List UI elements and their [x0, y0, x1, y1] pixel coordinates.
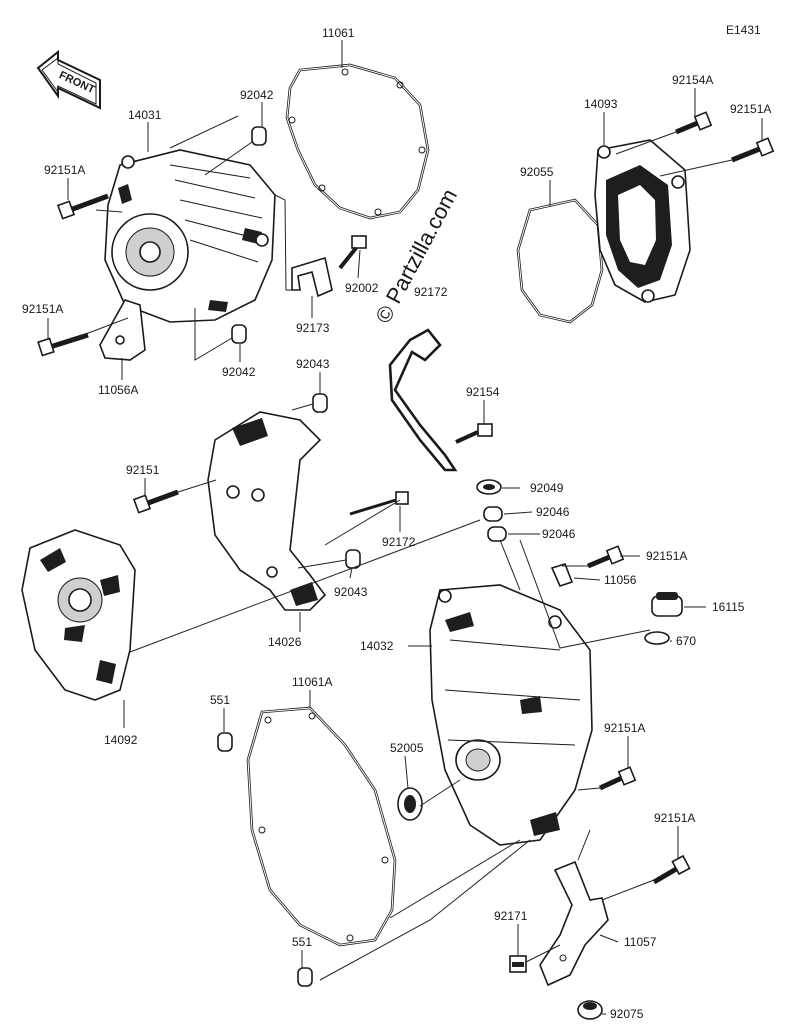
label-551: 551 [292, 935, 312, 949]
bolt-92151a-right-upper [731, 137, 775, 163]
bracket-11057 [539, 860, 609, 987]
label-92151a: 92151A [646, 549, 687, 563]
clamp-11056 [550, 563, 574, 587]
label-92151a: 92151A [22, 302, 63, 316]
bolt-92154a [675, 111, 713, 135]
seal-92049 [476, 479, 502, 495]
label-11056a: 11056A [98, 383, 138, 397]
label-92154a: 92154A [672, 73, 713, 87]
generator-cover-14031 [104, 149, 276, 323]
cap-92075 [577, 1000, 603, 1020]
dowel-551-lower [297, 967, 313, 987]
label-92055: 92055 [520, 165, 554, 179]
bolt-92151a-bottom-right [652, 854, 691, 885]
label-92151: 92151 [126, 463, 160, 477]
label-92075: 92075 [610, 1007, 644, 1021]
label-92172: 92172 [414, 285, 448, 299]
label-16115: 16115 [712, 600, 745, 614]
seal-52005 [397, 787, 423, 821]
watermark: © Partzilla.com [370, 185, 462, 328]
diagram-code: E1431 [726, 23, 761, 37]
label-551: 551 [210, 693, 230, 707]
label-92043: 92043 [334, 585, 368, 599]
label-92043: 92043 [296, 357, 330, 371]
label-92042: 92042 [222, 365, 256, 379]
gasket-11061a [246, 706, 397, 947]
bolt-92154 [455, 423, 493, 444]
o-ring-670 [644, 631, 670, 645]
grommet-92171 [509, 955, 527, 973]
gasket-11061 [285, 63, 430, 220]
leader-lines [47, 40, 763, 1015]
clamp-92173 [291, 256, 333, 298]
label-92151a: 92151A [654, 811, 695, 825]
label-92151a: 92151A [604, 721, 645, 735]
bolt-92151a-left-upper [56, 193, 109, 220]
clutch-cover-14032 [429, 584, 593, 846]
label-52005: 52005 [390, 741, 424, 755]
label-92151a: 92151A [44, 163, 85, 177]
label-92171: 92171 [494, 909, 528, 923]
label-14026: 14026 [268, 635, 302, 649]
cover-14026 [207, 411, 327, 611]
bolt-92151a-left-lower [37, 332, 89, 357]
label-14092: 14092 [104, 733, 138, 747]
label-14032: 14032 [360, 639, 394, 653]
outer-cover-14092 [21, 529, 136, 701]
label-92151a: 92151A [730, 102, 771, 116]
collar-92046-upper [483, 506, 503, 522]
front-arrow-icon: FRONT [36, 49, 101, 110]
dowel-92042-upper [251, 126, 267, 146]
plug-16115 [651, 592, 683, 617]
dowel-92043-lower [345, 549, 361, 569]
label-11061a: 11061A [292, 675, 332, 689]
label-11061: 11061 [322, 26, 355, 40]
bracket-11056a [99, 299, 146, 361]
label-11057: 11057 [624, 935, 657, 949]
gasket-92172 [388, 328, 458, 472]
label-92046: 92046 [536, 505, 570, 519]
gasket-92055 [516, 198, 604, 324]
label-92002: 92002 [345, 281, 379, 295]
label-92042: 92042 [240, 88, 274, 102]
collar-92046-lower [487, 526, 507, 542]
label-14093: 14093 [584, 97, 618, 111]
label-670: 670 [676, 634, 696, 648]
label-92046: 92046 [542, 527, 576, 541]
bolt-92002 [338, 235, 367, 270]
bolt-92151 [132, 489, 179, 514]
cover-14093 [594, 139, 691, 303]
stud-92172 [349, 491, 409, 516]
label-92172: 92172 [382, 535, 416, 549]
label-14031: 14031 [128, 108, 162, 122]
label-11056: 11056 [604, 573, 637, 587]
bolt-92151a-lower-right [598, 766, 637, 791]
label-92154: 92154 [466, 385, 500, 399]
bolt-92151a-mid [587, 545, 625, 569]
dowel-551-upper [217, 732, 233, 752]
label-92173: 92173 [296, 321, 330, 335]
label-92049: 92049 [530, 481, 564, 495]
part-labels: 11061 14031 92042 92151A 92151A 11056A 9… [22, 26, 771, 1021]
dowel-92043-upper [312, 393, 328, 413]
dowel-92042-lower [231, 324, 247, 344]
